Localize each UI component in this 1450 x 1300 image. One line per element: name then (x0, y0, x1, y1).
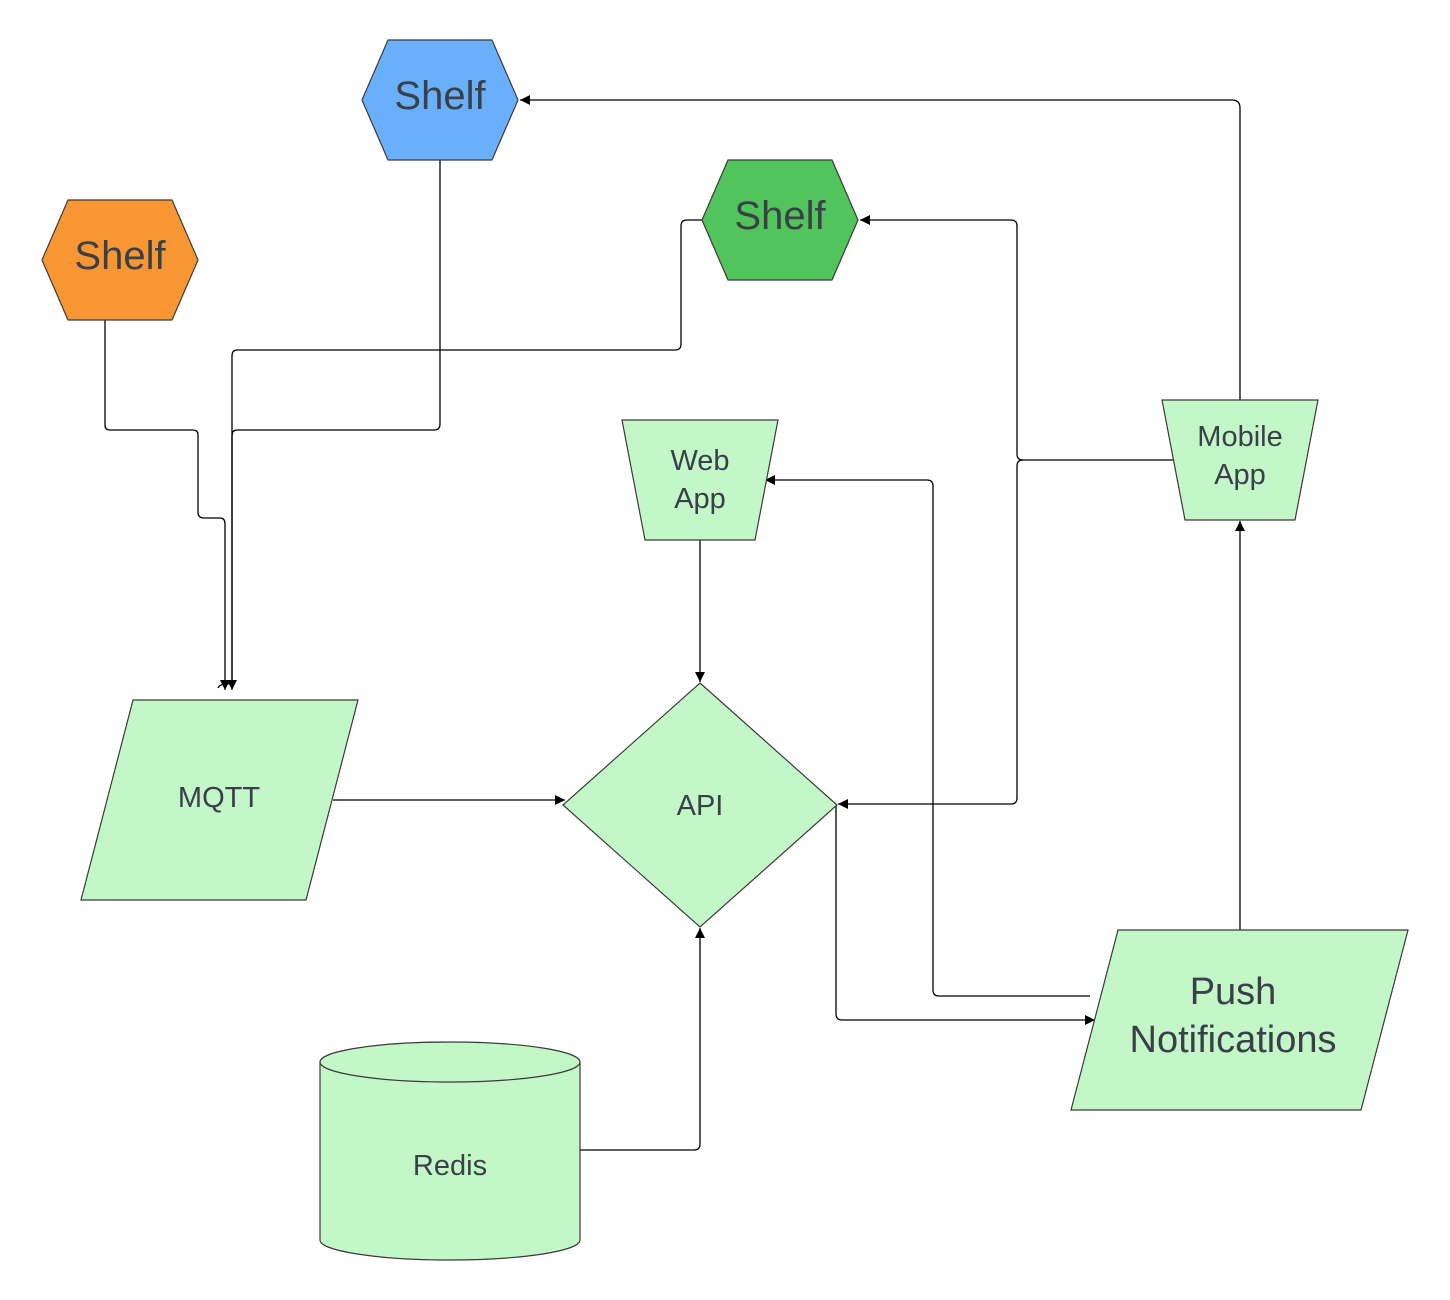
mqtt-label: MQTT (178, 782, 260, 814)
edge-shelf-green-to-mqtt (217, 219, 702, 689)
mobile-app-trapezoid (1161, 399, 1319, 521)
push-label-line1: Push (1190, 971, 1277, 1013)
edge-mobile-app-to-shelf-blue (520, 95, 1241, 400)
redis-cylinder-rim (319, 1061, 581, 1083)
redis-cylinder (319, 1041, 581, 1261)
api-diamond (562, 682, 838, 928)
edge-shelf-orange-to-mqtt (104, 320, 230, 690)
api-label: API (677, 790, 724, 822)
edge-mobile-app-to-api (838, 459, 1024, 809)
mqtt-parallelogram (80, 699, 359, 901)
shelf-green-label: Shelf (734, 194, 826, 238)
shelf-green-hexagon (701, 159, 859, 281)
shelf-orange-label: Shelf (74, 234, 166, 278)
edge-mobile-app-to-shelf-green (860, 215, 1175, 461)
shelf-blue-label: Shelf (394, 74, 486, 118)
shelf-green-node[interactable]: Shelf (701, 159, 859, 281)
edge-api-to-push (835, 804, 1095, 1025)
api-node[interactable]: API (562, 682, 838, 928)
web-app-node[interactable]: Web App (621, 419, 779, 541)
redis-node[interactable]: Redis (319, 1041, 581, 1261)
push-parallelogram (1070, 929, 1409, 1111)
push-label-line2: Notifications (1130, 1019, 1337, 1061)
web-app-trapezoid (621, 419, 779, 541)
edge-push-to-web-app (765, 475, 1090, 997)
web-app-label-line1: Web (670, 445, 729, 477)
shelf-blue-hexagon (361, 39, 519, 161)
edges (104, 95, 1245, 1151)
push-notifications-node[interactable]: Push Notifications (1070, 929, 1409, 1111)
mobile-app-label-line2: App (1214, 459, 1266, 491)
mobile-app-label-line1: Mobile (1197, 421, 1282, 453)
mqtt-node[interactable]: MQTT (80, 699, 359, 901)
shelf-orange-hexagon (41, 199, 199, 321)
web-app-label-line2: App (674, 483, 726, 515)
shelf-blue-node[interactable]: Shelf (361, 39, 519, 161)
edge-redis-to-api (580, 928, 705, 1151)
redis-label: Redis (413, 1150, 487, 1182)
shelf-orange-node[interactable]: Shelf (41, 199, 199, 321)
edge-shelf-blue-to-mqtt (227, 160, 441, 690)
mobile-app-node[interactable]: Mobile App (1161, 399, 1319, 521)
